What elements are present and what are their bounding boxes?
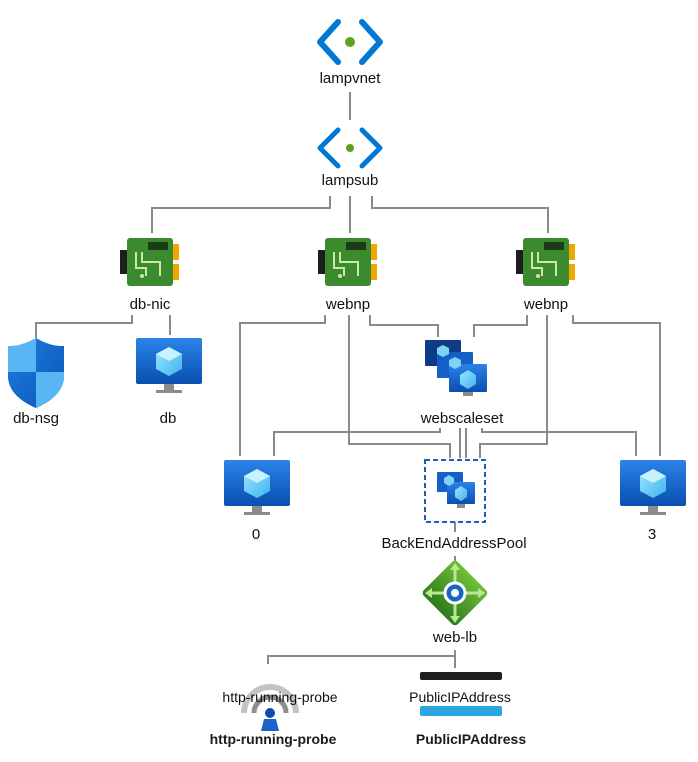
web-lb-label: web-lb	[432, 629, 478, 646]
lampvnet-label: lampvnet	[319, 70, 381, 87]
backend-pool-icon[interactable]	[424, 459, 486, 523]
db-label: db	[159, 410, 177, 427]
db-nic-label: db-nic	[129, 296, 171, 313]
vm-scale-set-icon[interactable]	[425, 340, 487, 396]
network-interface-icon[interactable]	[318, 238, 377, 286]
edge-scaleset-vm-3	[481, 428, 637, 456]
edge-webnp-2-vm-3	[572, 315, 661, 456]
vm-3-label: 3	[647, 526, 657, 543]
edge-webnp-1-vm-0	[239, 315, 326, 456]
virtual-machine-icon[interactable]	[224, 460, 290, 515]
webnp-1-label: webnp	[325, 296, 371, 313]
lampsub-label: lampsub	[321, 172, 379, 189]
virtual-network-icon[interactable]	[317, 19, 383, 65]
edge-lampsub-webnp-2	[371, 196, 549, 233]
connectors	[35, 92, 661, 668]
public-ip-icon[interactable]	[420, 672, 502, 716]
subnet-icon[interactable]	[317, 127, 383, 169]
virtual-machine-icon[interactable]	[620, 460, 686, 515]
edge-webnp-2-scaleset	[473, 315, 528, 337]
network-security-group-icon[interactable]	[8, 338, 64, 408]
edge-db-nic-db-nsg	[35, 315, 133, 338]
public-ip-label: PublicIPAddress	[409, 689, 511, 705]
backend-pool-label: BackEndAddressPool	[381, 535, 527, 552]
edge-scaleset-vm-0	[273, 428, 441, 456]
virtual-machine-icon[interactable]	[136, 338, 202, 393]
probe-caption: http-running-probe	[209, 731, 337, 747]
webscaleset-label: webscaleset	[420, 410, 504, 427]
db-nsg-label: db-nsg	[13, 410, 59, 427]
load-balancer-icon[interactable]	[421, 559, 489, 627]
health-probe-icon[interactable]	[241, 684, 299, 731]
vm-0-label: 0	[251, 526, 261, 543]
edge-lampsub-db-nic	[151, 196, 331, 233]
public-ip-caption: PublicIPAddress	[415, 731, 527, 747]
network-interface-icon[interactable]	[516, 238, 575, 286]
edge-webnp-1-scaleset	[369, 315, 439, 337]
edge-lb-probe	[267, 650, 456, 664]
edge-webnp-1-pool	[348, 315, 451, 458]
webnp-2-label: webnp	[523, 296, 569, 313]
edge-webnp-2-pool	[479, 315, 548, 458]
probe-label: http-running-probe	[222, 689, 338, 705]
network-interface-icon[interactable]	[120, 238, 179, 286]
